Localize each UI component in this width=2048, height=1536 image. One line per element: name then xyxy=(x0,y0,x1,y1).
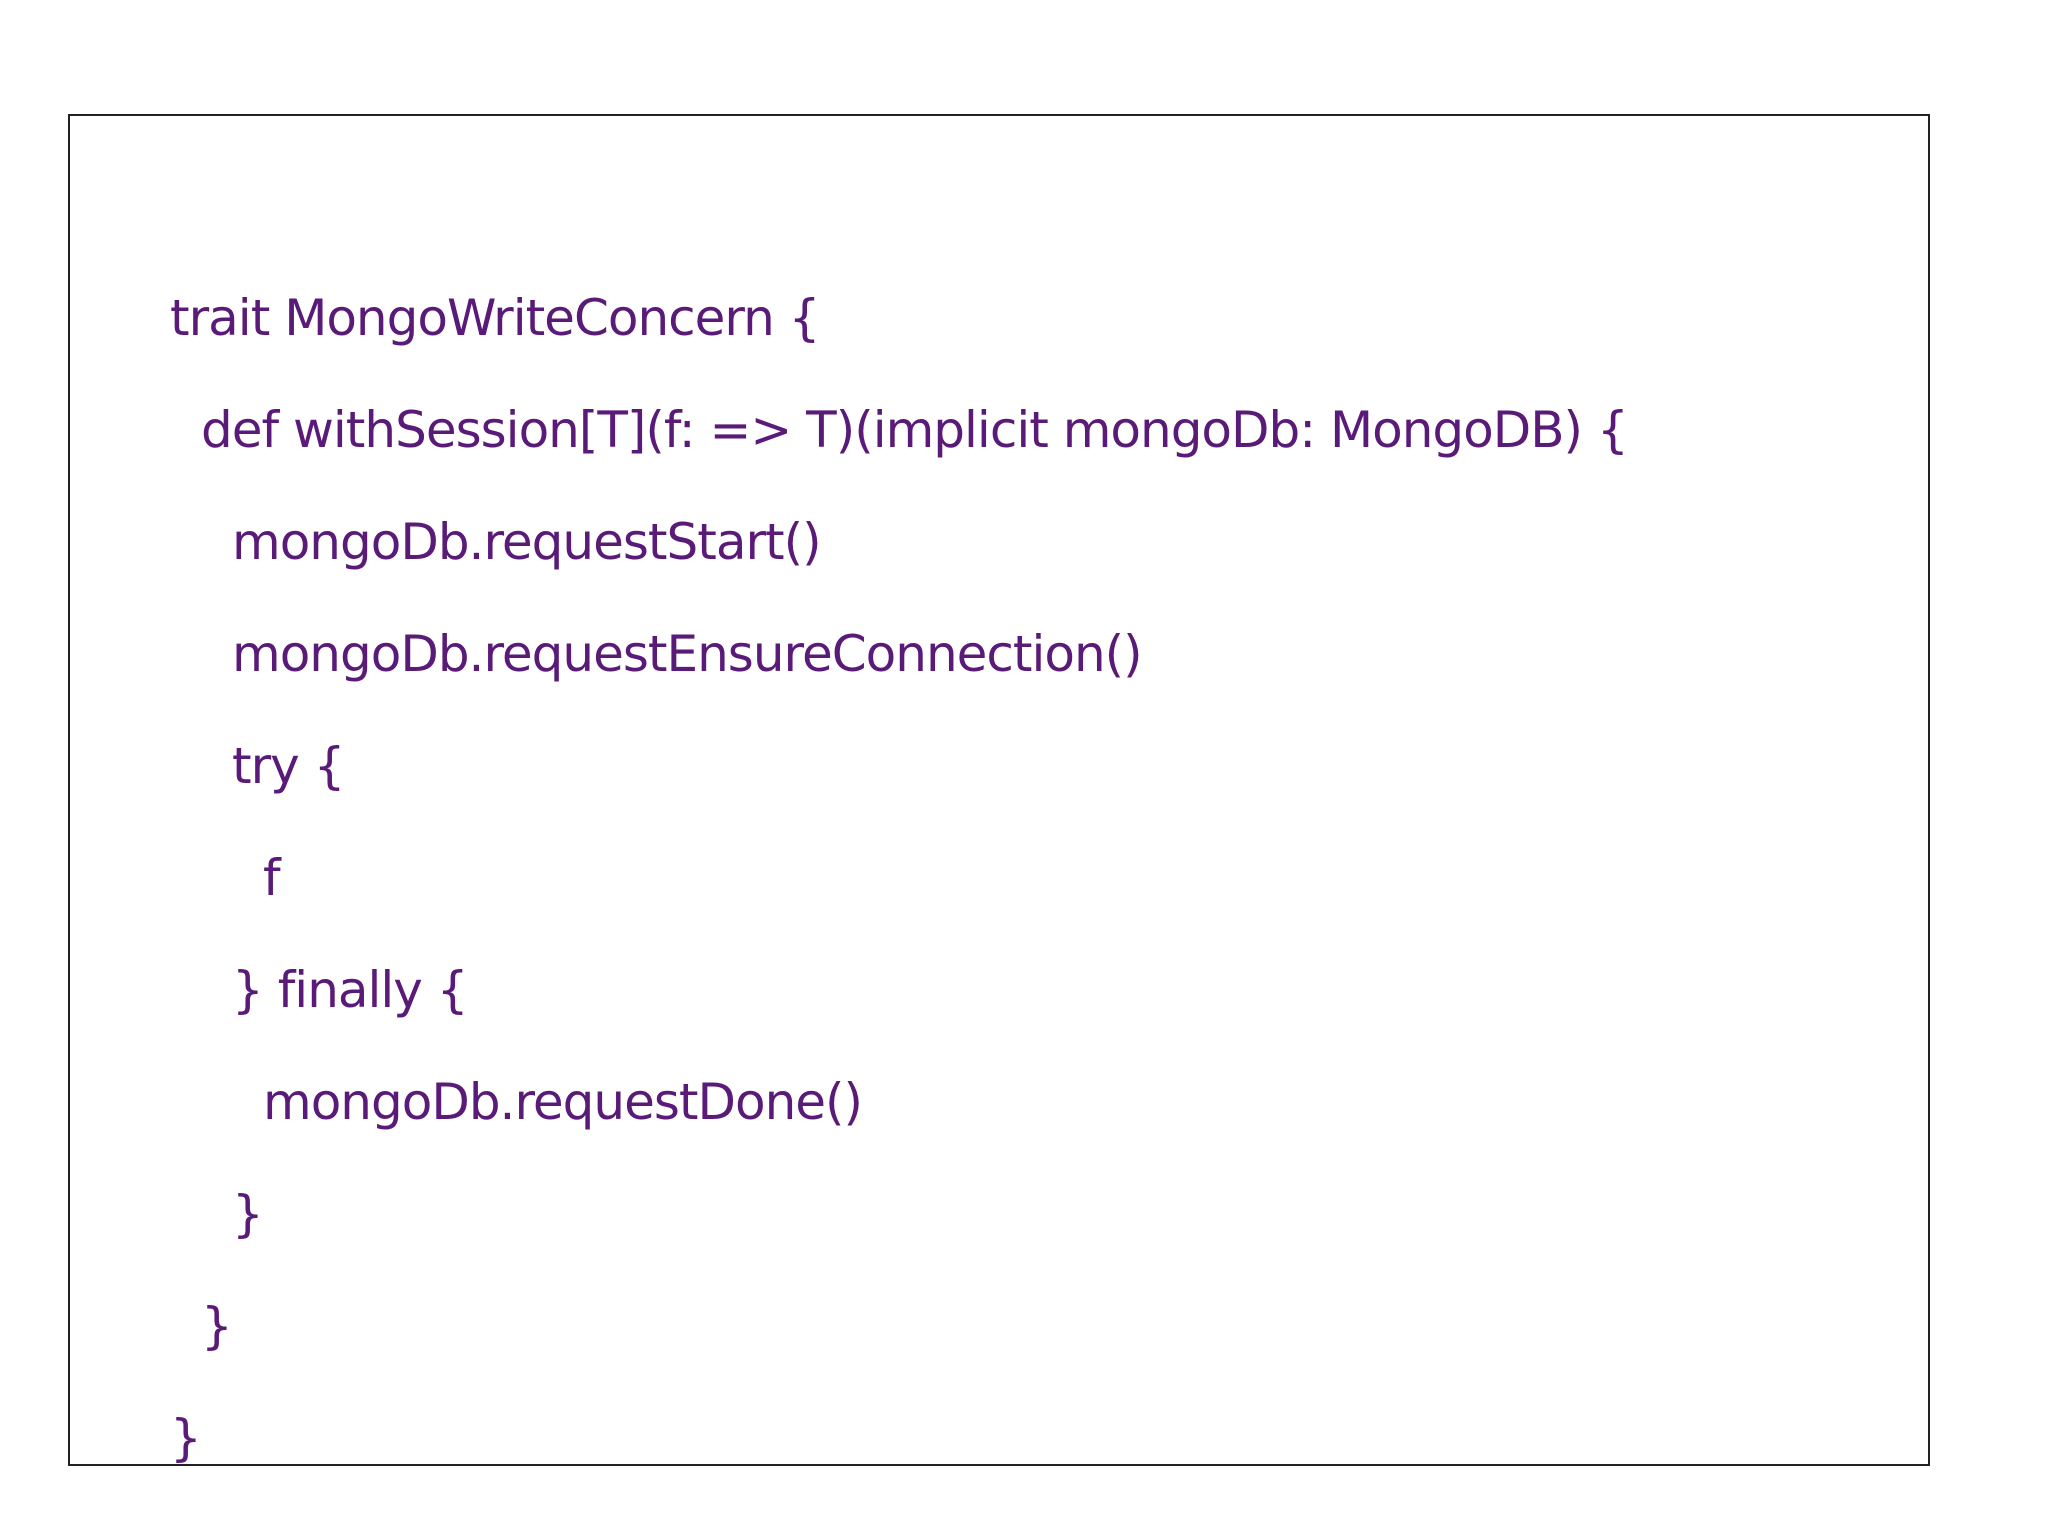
code-line-9: } xyxy=(232,1185,264,1243)
code-block: trait MongoWriteConcern { def withSessio… xyxy=(68,114,1930,1467)
code-line-11: } xyxy=(170,1409,202,1467)
code-line-1: trait MongoWriteConcern { xyxy=(170,289,820,347)
code-line-5: try { xyxy=(232,737,345,795)
code-line-10: } xyxy=(201,1297,233,1355)
code-line-2: def withSession[T](f: => T)(implicit mon… xyxy=(201,401,1629,459)
code-line-3: mongoDb.requestStart() xyxy=(232,513,822,571)
code-line-6: f xyxy=(263,849,281,907)
code-line-4: mongoDb.requestEnsureConnection() xyxy=(232,625,1143,683)
code-line-8: mongoDb.requestDone() xyxy=(263,1073,863,1131)
code-line-7: } finally { xyxy=(232,961,469,1019)
